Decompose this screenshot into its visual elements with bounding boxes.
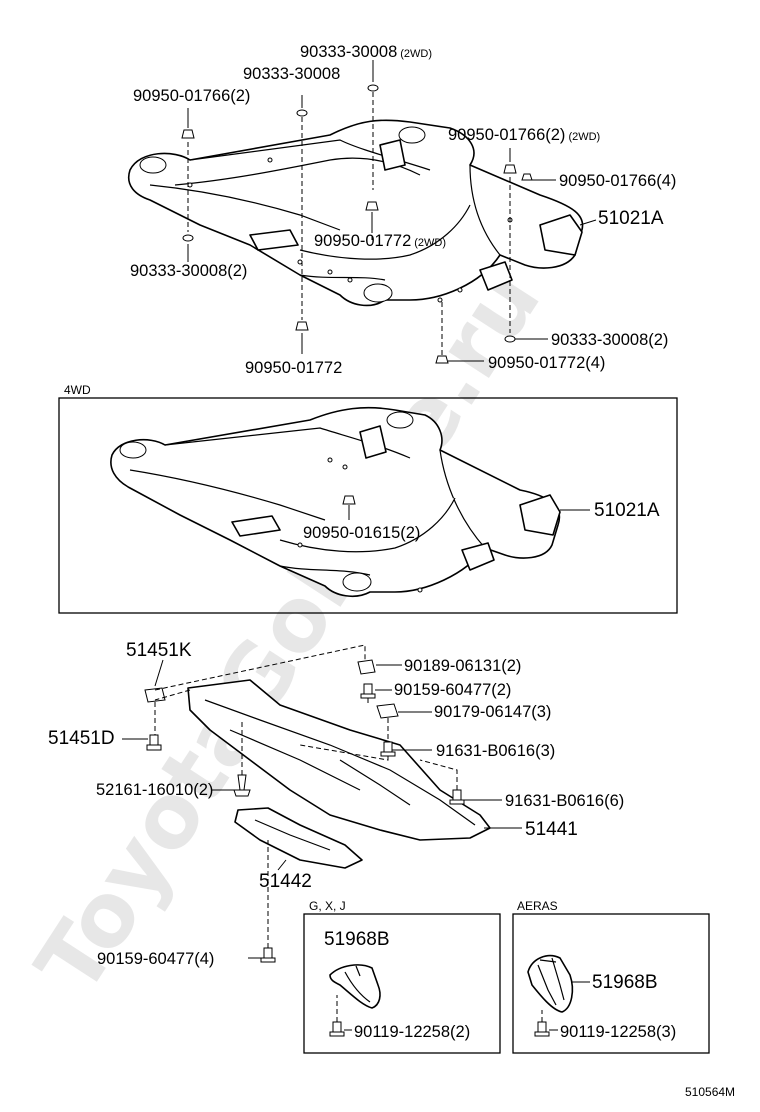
label-l5: 90950-01766(4) — [559, 172, 676, 190]
label-l9: 90333-30008(2) — [551, 331, 668, 349]
cushion-icon — [295, 321, 309, 331]
label-l8: 90333-30008(2) — [130, 262, 247, 280]
label-l4: 90950-01766(2)(2WD) — [448, 126, 600, 144]
cushion-icon — [435, 355, 449, 364]
bolt-icon — [534, 1021, 550, 1037]
cushion-icon — [503, 164, 517, 174]
label-b11: 90159-60477(4) — [97, 950, 214, 968]
label-l6: 51021A — [598, 208, 664, 229]
label-l7: 90950-01772(2WD) — [314, 232, 446, 250]
label-l3: 90950-01766(2) — [133, 87, 250, 105]
label-gxj-part: 51968B — [324, 929, 390, 950]
rear-cover — [234, 807, 363, 869]
label-b3: 52161-16010(2) — [96, 781, 213, 799]
label-l11: 90950-01772 — [245, 359, 342, 377]
label-a1: 51021A — [594, 500, 660, 521]
bolt-icon — [260, 947, 276, 963]
label-gxj-fastener: 90119-12258(2) — [354, 1023, 470, 1041]
section-title-4wd: 4WD — [64, 383, 91, 397]
diagram-code: 510564M — [685, 1085, 735, 1099]
label-aeras-fastener: 90119-12258(3) — [560, 1023, 676, 1041]
section-title-gxj: G, X, J — [309, 899, 346, 913]
label-l2: 90333-30008 — [243, 65, 340, 83]
bracket-gxj — [329, 964, 381, 1009]
clip-nut-icon — [357, 659, 376, 675]
label-b2: 51451D — [48, 728, 115, 749]
label-l10: 90950-01772(4) — [488, 354, 605, 372]
label-b1: 51451K — [126, 640, 192, 661]
engine-under-cover — [187, 679, 491, 841]
label-l1: 90333-30008(2WD) — [300, 43, 432, 61]
label-b10: 51442 — [259, 871, 312, 892]
label-a2: 90950-01615(2) — [303, 524, 420, 542]
label-b6: 90179-06147(3) — [434, 703, 551, 721]
clip-icon — [233, 774, 251, 797]
clip-nut-icon — [144, 687, 166, 703]
washer-icon — [367, 84, 379, 92]
washer-icon — [504, 335, 516, 343]
bracket-aeras — [527, 954, 574, 1013]
nut-icon — [376, 703, 399, 719]
inset-box-gxj — [303, 913, 501, 1054]
cushion-icon — [181, 129, 195, 139]
label-b7: 91631-B0616(3) — [436, 742, 555, 760]
label-b8: 91631-B0616(6) — [505, 792, 624, 810]
section-title-aeras: AERAS — [517, 899, 558, 913]
lower-fasteners — [122, 644, 522, 963]
cushion-icon — [521, 173, 533, 181]
label-aeras-part: 51968B — [592, 972, 658, 993]
subframe-4wd — [110, 406, 561, 598]
top-fasteners — [181, 60, 597, 364]
cushion-icon — [365, 201, 379, 211]
bolt-icon — [380, 741, 396, 757]
lower-labels: 51451K 51451D 52161-16010(2) 90189-06131… — [48, 640, 624, 968]
top-labels: 90333-30008(2WD) 90333-30008 90950-01766… — [130, 43, 676, 377]
cushion-icon — [342, 495, 356, 505]
inset-box-aeras — [512, 913, 710, 1054]
washer-icon — [296, 109, 308, 117]
4wd-box — [58, 397, 678, 614]
label-b5: 90159-60477(2) — [394, 681, 511, 699]
washer-icon — [182, 234, 194, 242]
bolt-icon — [329, 1021, 345, 1037]
label-b9: 51441 — [525, 819, 578, 840]
bolt-icon — [360, 683, 376, 699]
subframe-2wd — [128, 119, 584, 307]
label-b4: 90189-06131(2) — [404, 657, 521, 675]
